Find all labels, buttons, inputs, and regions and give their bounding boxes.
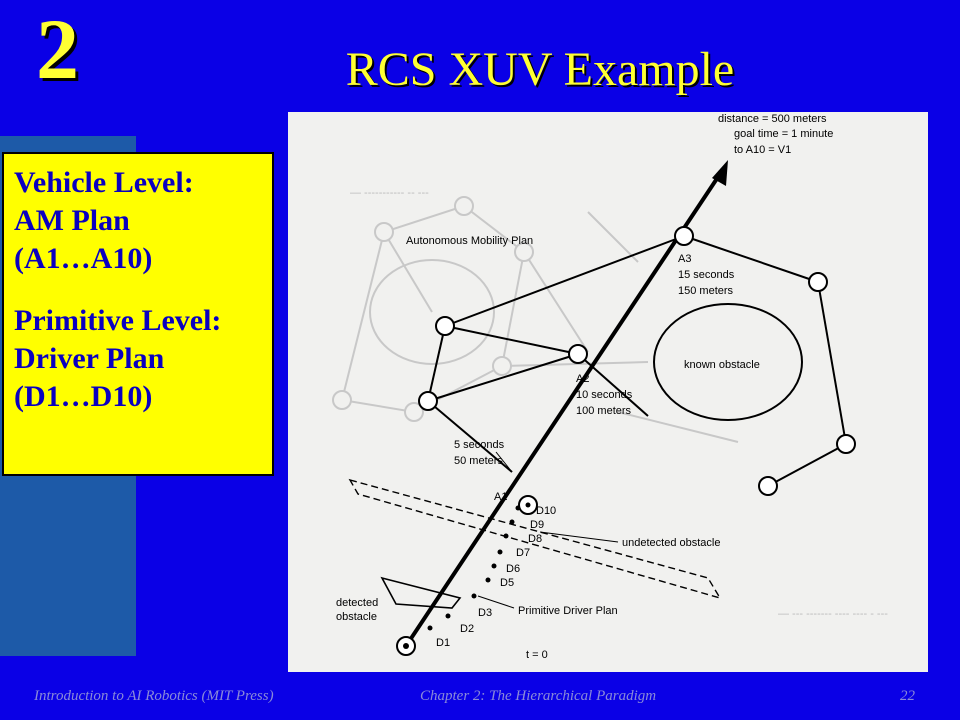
diagram-svg: — ----------- -- --- — --- ------- ---- … [332,113,888,661]
am-plan-network [427,235,847,487]
d8-label: D8 [528,533,542,545]
goal-arrowhead [712,160,728,186]
footer-chapter: Chapter 2: The Hierarchical Paradigm [420,688,657,704]
driver-plan-range: (D1…D10) [14,380,153,413]
footer-page-number: 22 [900,688,915,704]
goal-label-2: goal time = 1 minute [734,128,833,140]
a2-time: 10 seconds [576,389,633,401]
primitive-plan-leader [477,595,515,609]
a1-label: A1 [494,491,507,503]
am-plan-label: Autonomous Mobility Plan [406,235,533,247]
a3-distance: 150 meters [678,285,734,297]
am-plan-range: (A1…A10) [14,242,153,275]
a3-time: 15 seconds [678,269,735,281]
rcs-xuv-diagram: — ----------- -- --- — --- ------- ---- … [288,112,928,672]
d7-label: D7 [516,547,530,559]
a1-distance: 50 meters [454,455,503,467]
vehicle-level-heading: Vehicle Level: [14,166,194,199]
footer-book-title: Introduction to AI Robotics (MIT Press) [34,688,274,704]
faded-label: — ----------- -- --- [350,187,429,199]
primitive-driver-plan-label: Primitive Driver Plan [518,605,618,617]
undetected-leader [539,531,619,543]
detected-obstacle-shape [380,576,462,609]
goal-label-3: to A10 = V1 [734,144,791,156]
d6-label: D6 [506,563,520,575]
a2-label: A2 [576,373,589,385]
faded-background-nodes [332,196,534,422]
undetected-obstacle-label: undetected obstacle [622,537,720,549]
primitive-level-heading: Primitive Level: [14,304,222,337]
faded-caption: — --- ------- ---- ---- - --- [778,608,888,620]
detected-obstacle-label-1: detected [336,597,378,609]
d10-label: D10 [536,505,556,517]
spacer [14,278,272,302]
d3-label: D3 [478,607,492,619]
a1-time: 5 seconds [454,439,505,451]
slide-title: RCS XUV Example [345,43,735,96]
a3-label: A3 [678,253,691,265]
a2-distance: 100 meters [576,405,632,417]
d5-label: D5 [500,577,514,589]
t0-label: t = 0 [526,649,548,661]
d9-label: D9 [530,519,544,531]
chapter-number: 2 [36,1,79,97]
start-center-dot [403,643,409,649]
am-plan-nodes [396,226,856,656]
level-info-box: Vehicle Level: AM Plan (A1…A10) Primitiv… [2,152,274,476]
driver-plan-text: Driver Plan [14,342,165,375]
am-plan-text: AM Plan [14,204,130,237]
undetected-obstacle-shape [348,478,722,600]
detected-obstacle-label-2: obstacle [336,611,377,623]
am-plan-path [404,172,722,648]
a1-center-dot [525,502,531,508]
a1-time-leader [495,451,513,473]
d1-label: D1 [436,637,450,649]
d2-label: D2 [460,623,474,635]
known-obstacle-label: known obstacle [684,359,760,371]
goal-label-1: distance = 500 meters [718,113,827,125]
known-obstacle-shape [653,303,803,421]
